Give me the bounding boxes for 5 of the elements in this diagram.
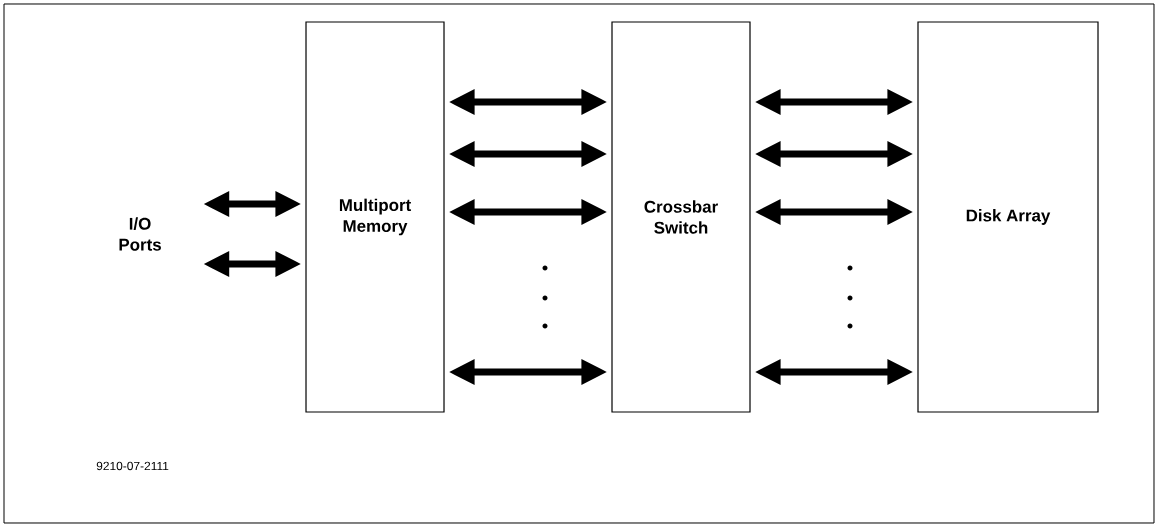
process-box: Multiport Memory (305, 21, 445, 413)
port-label: I/O Ports (119, 217, 161, 251)
process-box: Crossbar Switch (611, 21, 751, 413)
process-box: Disk Array (917, 21, 1099, 413)
figure-number: 9210-07-2111 (96, 461, 169, 471)
